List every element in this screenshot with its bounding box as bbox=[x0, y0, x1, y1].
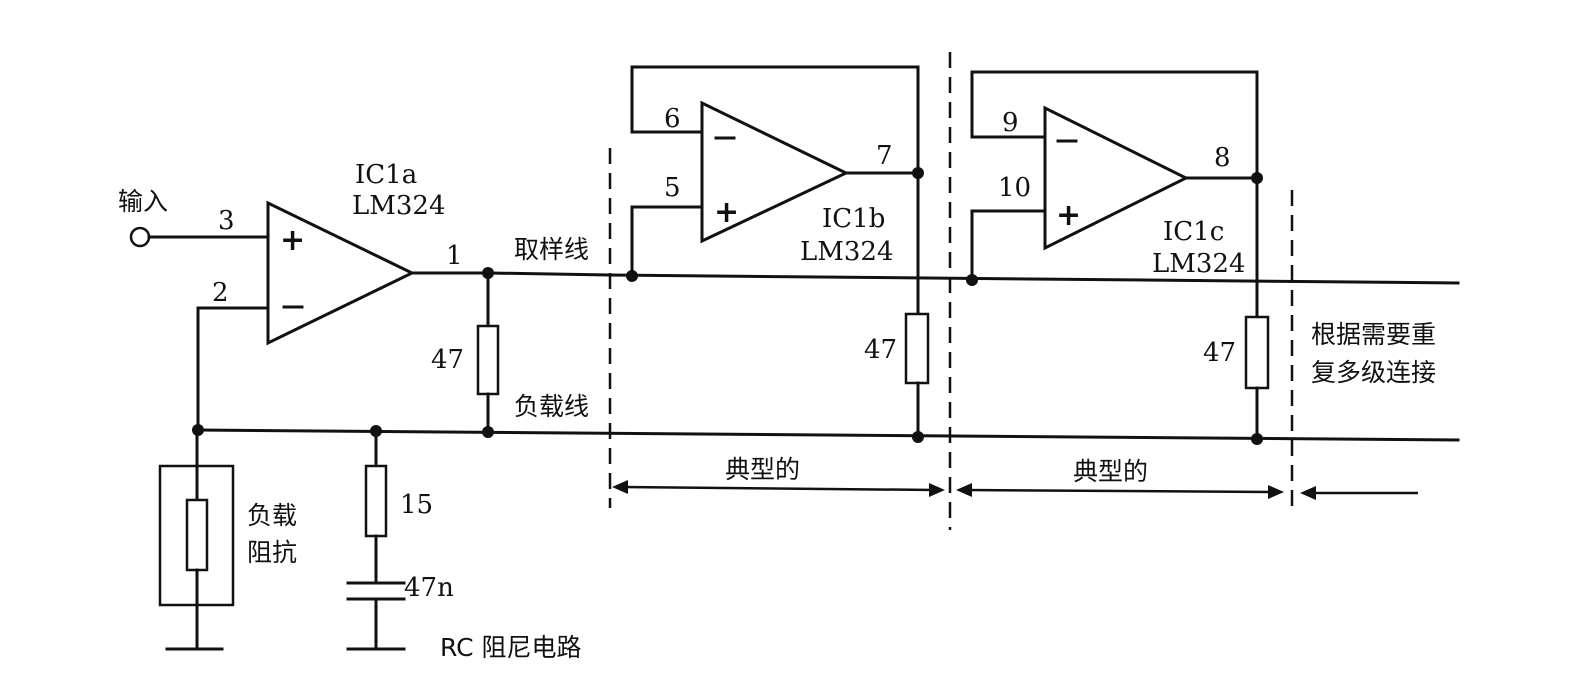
resistor-15 bbox=[364, 464, 388, 538]
opamp-ic1a bbox=[266, 200, 416, 346]
load-line-wire bbox=[196, 428, 1460, 442]
junction-dot bbox=[1251, 172, 1263, 184]
load-line-label: 负载线 bbox=[514, 392, 589, 421]
resistor-47-a-label: 47 bbox=[431, 345, 464, 375]
resistor-15-label: 15 bbox=[400, 490, 433, 520]
repeat-note-line-1: 根据需要重 bbox=[1311, 320, 1436, 349]
junction-dot bbox=[482, 267, 494, 279]
pin-9-label: 9 bbox=[1002, 108, 1019, 138]
ic1c-name: IC1c bbox=[1163, 217, 1224, 247]
ic1a-name: IC1a bbox=[355, 160, 417, 190]
junction-dot bbox=[1251, 433, 1263, 445]
sampling-line-wire-b bbox=[606, 273, 1460, 285]
pin-2-label: 2 bbox=[212, 278, 229, 308]
arrowhead-left bbox=[956, 483, 972, 497]
load-impedance-label-2: 阻抗 bbox=[247, 538, 297, 567]
pin-7-label: 7 bbox=[876, 141, 893, 171]
arrowhead-left bbox=[612, 480, 628, 494]
input-label: 输入 bbox=[118, 187, 168, 216]
ic1c-input-wire bbox=[970, 209, 1047, 282]
load-impedance-resistor bbox=[185, 498, 209, 572]
ic1b-input-wire bbox=[630, 205, 704, 278]
typical-section-label-2: 典型的 bbox=[1073, 457, 1148, 486]
junction-dot bbox=[370, 425, 382, 437]
resistor-47-b bbox=[904, 312, 930, 385]
pin-8-label: 8 bbox=[1214, 143, 1231, 173]
resistor-47-c-label: 47 bbox=[1203, 338, 1236, 368]
resistor-47-a bbox=[476, 324, 500, 396]
sampling-line-label: 取样线 bbox=[514, 235, 589, 264]
ic1a-part: LM324 bbox=[352, 191, 446, 221]
arrowhead-left bbox=[1300, 486, 1316, 500]
junction-dot bbox=[192, 424, 204, 436]
opamp-ic1c bbox=[1043, 105, 1190, 251]
repeat-note-line-2: 复多级连接 bbox=[1311, 358, 1436, 387]
typical-arrow-1 bbox=[621, 485, 936, 492]
arrowhead-right bbox=[1268, 485, 1284, 499]
sampling-line-wire-a bbox=[488, 271, 610, 277]
ic1c-plus-sign: + bbox=[1056, 198, 1081, 233]
ic1c-feedback-loop bbox=[970, 70, 1259, 180]
pin-6-label: 6 bbox=[664, 104, 681, 134]
junction-dot bbox=[912, 431, 924, 443]
pin-3-label: 3 bbox=[218, 206, 235, 236]
load-impedance-label-1: 负载 bbox=[247, 501, 297, 530]
ic1c-part: LM324 bbox=[1152, 249, 1246, 279]
pin-5-label: 5 bbox=[664, 173, 681, 203]
junction-dot bbox=[966, 274, 978, 286]
junction-dot bbox=[912, 167, 924, 179]
capacitor-47n-label: 47n bbox=[404, 573, 454, 603]
input-terminal bbox=[129, 226, 151, 248]
opamp-ic1b bbox=[700, 100, 850, 244]
junction-dot bbox=[626, 270, 638, 282]
junction-dot bbox=[482, 426, 494, 438]
arrowhead-right bbox=[929, 483, 945, 497]
resistor-47-c bbox=[1244, 315, 1270, 390]
typical-arrow-2 bbox=[965, 488, 1275, 494]
ic1b-plus-sign: + bbox=[714, 195, 739, 230]
ic1a-plus-sign: + bbox=[280, 223, 305, 258]
resistor-47-b-label: 47 bbox=[864, 335, 897, 365]
pin-1-label: 1 bbox=[446, 241, 463, 271]
ic1b-part: LM324 bbox=[800, 237, 894, 267]
ic1b-name: IC1b bbox=[822, 204, 885, 234]
ic1b-feedback-loop bbox=[630, 65, 920, 175]
rc-snubber-label: RC 阻尼电路 bbox=[440, 633, 582, 662]
ic1a-feedback-wire bbox=[196, 306, 270, 432]
typical-section-label-1: 典型的 bbox=[725, 455, 800, 484]
pin-10-label: 10 bbox=[998, 173, 1031, 203]
